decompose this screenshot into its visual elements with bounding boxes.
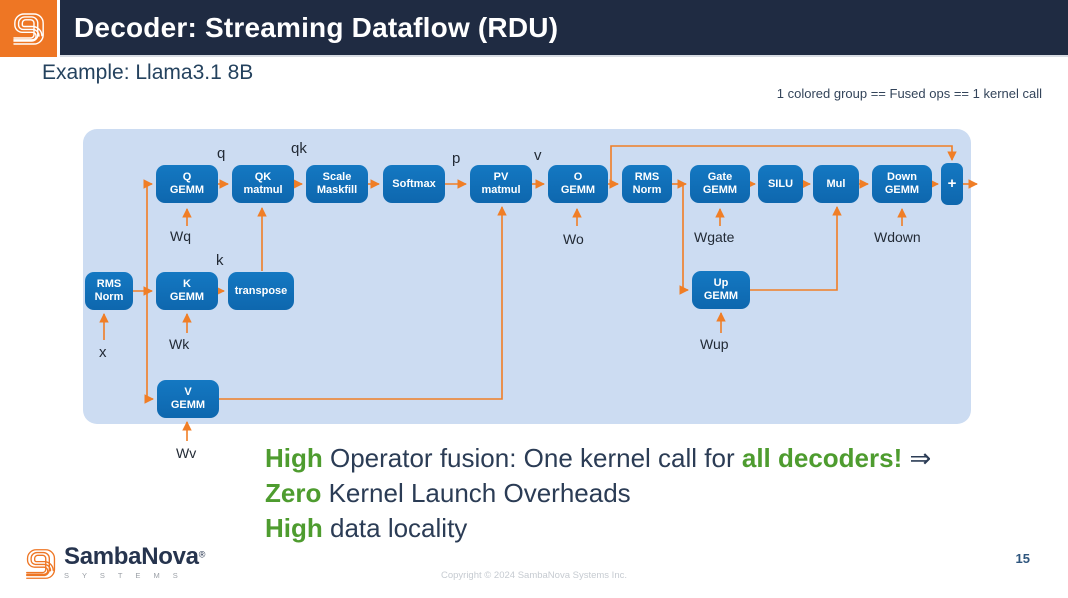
- label-q: q: [217, 145, 226, 162]
- statement-text: Kernel Launch Overheads: [321, 478, 631, 508]
- statement-operator-fusion: High Operator fusion: One kernel call fo…: [265, 441, 931, 476]
- statement-kernel-overheads: Zero Kernel Launch Overheads: [265, 476, 931, 511]
- label-wv: Wv: [176, 445, 197, 461]
- node-pv-matmul: PV matmul: [470, 165, 532, 203]
- sambanova-s-icon: [26, 549, 56, 579]
- label-k: k: [216, 252, 224, 269]
- key-statements: High Operator fusion: One kernel call fo…: [265, 441, 931, 546]
- label-wup: Wup: [700, 336, 729, 352]
- label-p: p: [452, 150, 461, 167]
- node-softmax: Softmax: [383, 165, 445, 203]
- page-number: 15: [1015, 551, 1030, 566]
- registered-mark: ®: [198, 549, 206, 560]
- slide-subtitle: Example: Llama3.1 8B: [42, 61, 254, 84]
- label-wgate: Wgate: [694, 229, 735, 245]
- label-wdown: Wdown: [874, 229, 921, 245]
- copyright-text: Copyright © 2024 SambaNova Systems Inc.: [440, 570, 627, 581]
- label-wk: Wk: [169, 336, 190, 352]
- page-title: Decoder: Streaming Dataflow (RDU): [74, 11, 559, 43]
- node-qk-matmul: QK matmul: [232, 165, 294, 203]
- node-gate-gemm: Gate GEMM: [690, 165, 750, 203]
- node-q-gemm: Q GEMM: [156, 165, 218, 203]
- header-bar: Decoder: Streaming Dataflow (RDU): [60, 0, 1068, 57]
- footer-brand-logo: SambaNova® S Y S T E M S: [22, 543, 205, 585]
- node-mul: Mul: [813, 165, 859, 203]
- statement-text: data locality: [322, 513, 468, 543]
- statement-lead: High: [265, 443, 323, 473]
- node-scale-maskfill: Scale Maskfill: [306, 165, 368, 203]
- label-qk: qk: [291, 140, 307, 157]
- node-up-gemm: Up GEMM: [692, 271, 750, 309]
- node-transpose: transpose: [228, 272, 294, 310]
- label-v: v: [534, 147, 542, 164]
- node-v-gemm: V GEMM: [157, 380, 219, 418]
- statement-tail: ⇒: [902, 443, 932, 473]
- sambanova-s-icon: [12, 12, 44, 45]
- node-rms-norm-1: RMS Norm: [85, 272, 133, 310]
- fused-ops-note: 1 colored group == Fused ops == 1 kernel…: [776, 86, 1042, 101]
- node-k-gemm: K GEMM: [156, 272, 218, 310]
- statement-lead: Zero: [265, 478, 322, 508]
- node-plus: +: [941, 163, 963, 205]
- brand-wordmark: SambaNova® S Y S T E M S: [64, 543, 205, 585]
- statement-highlight: all decoders!: [741, 443, 903, 473]
- statement-text: Operator fusion: One kernel call for: [322, 443, 742, 473]
- node-rms-norm-2: RMS Norm: [622, 165, 672, 203]
- sambanova-logo-tile: [0, 0, 57, 57]
- label-wo: Wo: [563, 231, 584, 247]
- statement-data-locality: High data locality: [265, 511, 931, 546]
- label-wq: Wq: [170, 228, 191, 244]
- statement-lead: High: [265, 513, 323, 543]
- label-x: x: [99, 344, 107, 361]
- brand-systems-label: S Y S T E M S: [64, 571, 184, 580]
- node-down-gemm: Down GEMM: [872, 165, 932, 203]
- node-o-gemm: O GEMM: [548, 165, 608, 203]
- node-silu: SILU: [758, 165, 803, 203]
- brand-name: SambaNova: [64, 543, 199, 570]
